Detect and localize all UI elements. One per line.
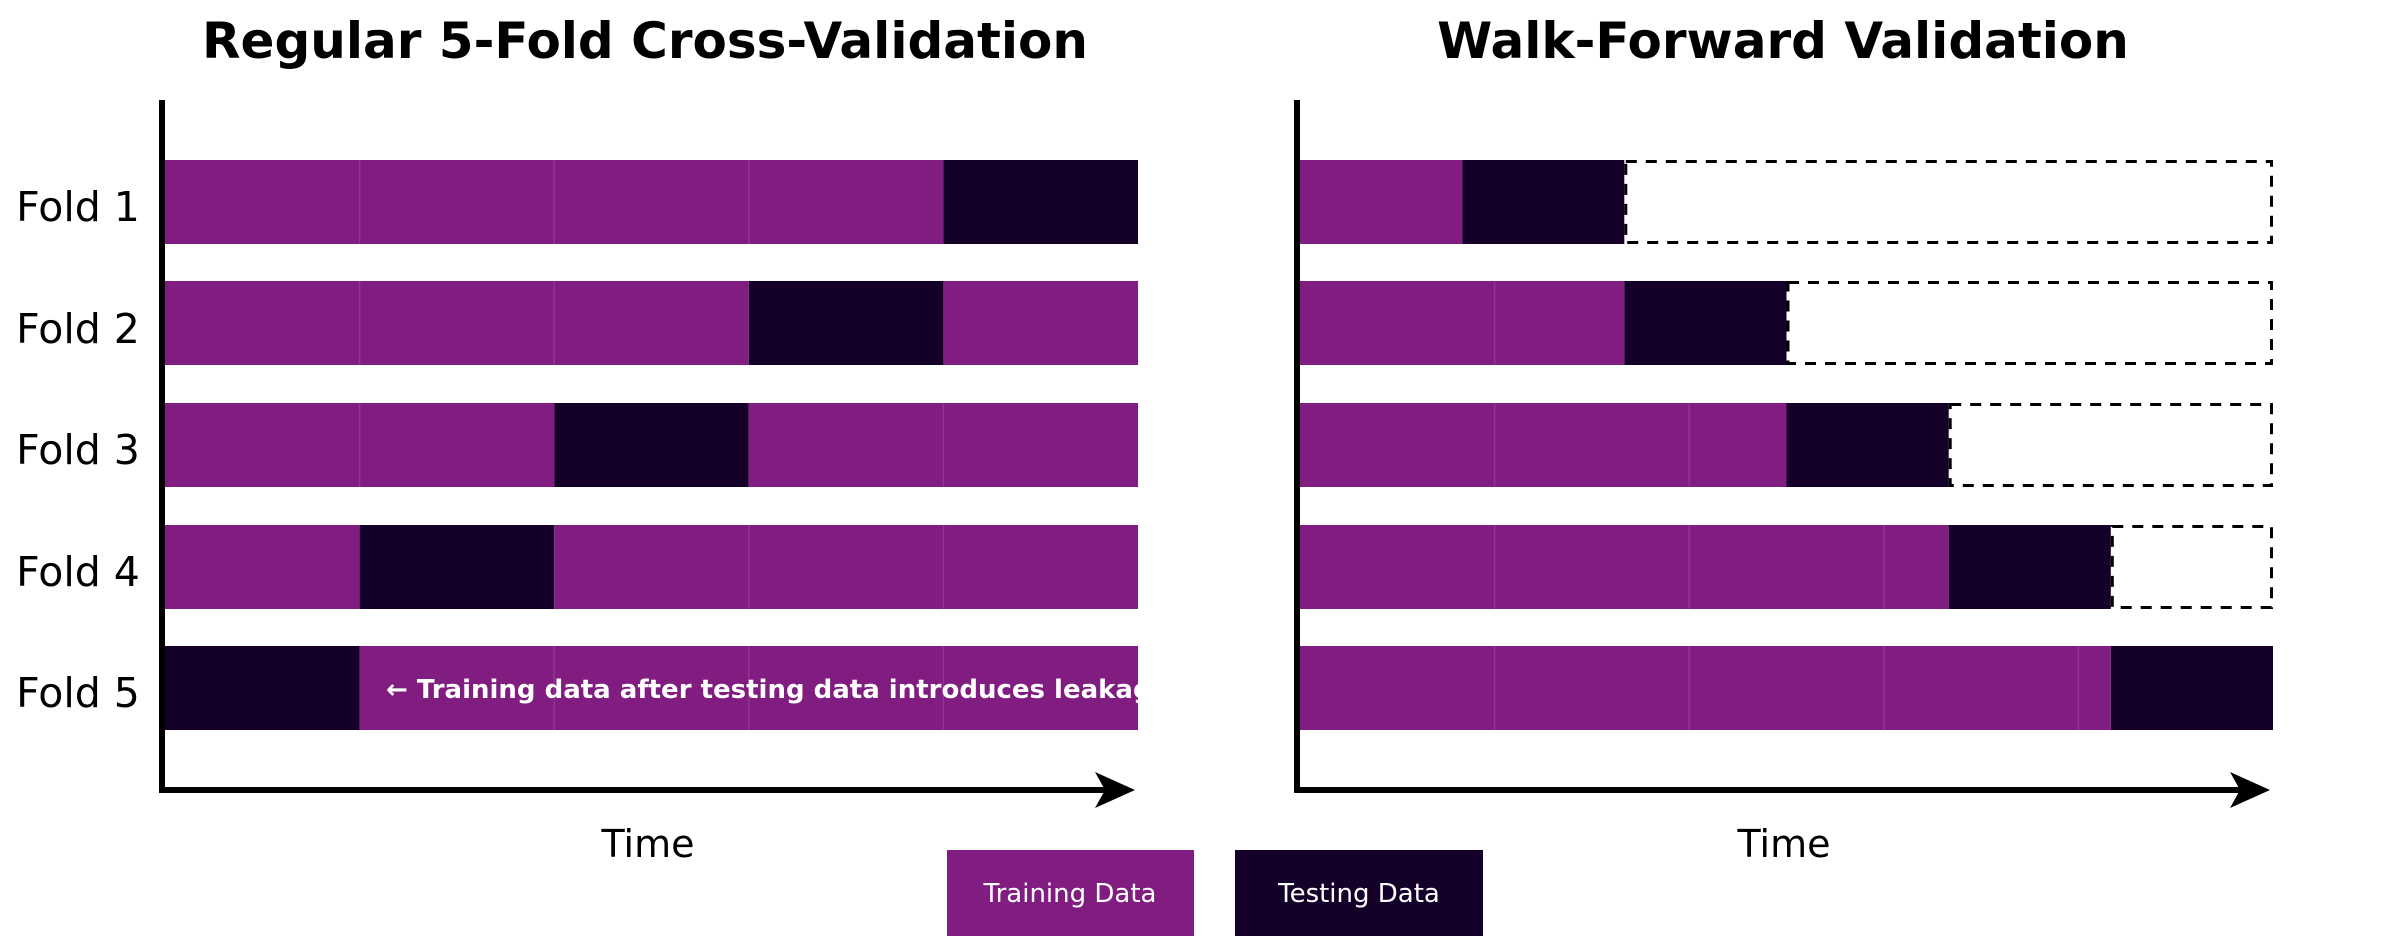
unused-segment (2110, 525, 2273, 609)
training-segment (1300, 403, 1787, 487)
kfold-bars (165, 160, 1139, 730)
unused-segment (1948, 403, 2273, 487)
testing-segment (165, 646, 360, 730)
testing-segment (554, 403, 749, 487)
legend: Training Data Testing Data (947, 850, 1483, 936)
fold-label: Fold 4 (16, 548, 140, 596)
testing-segment (1462, 160, 1625, 244)
walkforward-title: Walk-Forward Validation (1437, 12, 2129, 70)
kfold-title: Regular 5-Fold Cross-Validation (202, 12, 1088, 70)
testing-segment (359, 525, 555, 609)
walkforward-fold-3-bar (1300, 403, 2273, 487)
walkforward-axes (1294, 100, 2270, 808)
kfold-fold-5-bar (165, 646, 1139, 730)
testing-segment (748, 281, 944, 365)
walkforward-bars (1300, 160, 2273, 730)
walkforward-fold-2-bar (1300, 281, 2273, 365)
kfold-fold-3-bar (165, 403, 1138, 487)
kfold-fold-1-bar (165, 160, 1138, 244)
legend-testing-swatch (1235, 850, 1483, 936)
walkforward-fold-1-bar (1300, 160, 2273, 244)
testing-segment (1786, 403, 1949, 487)
legend-training-label: Training Data (983, 879, 1157, 909)
walkforward-x-axis-arrowhead (2230, 772, 2270, 808)
fold-label: Fold 1 (16, 183, 140, 231)
testing-segment (943, 160, 1138, 244)
testing-segment (1624, 281, 1787, 365)
training-segment (1300, 160, 1463, 244)
fold-label: Fold 5 (16, 669, 140, 717)
training-segment (1300, 281, 1625, 365)
kfold-fold-2-bar (165, 281, 1138, 365)
training-segment (165, 525, 360, 609)
fold-labels: Fold 1 Fold 2 Fold 3 Fold 4 Fold 5 (16, 183, 140, 717)
training-segment (165, 281, 749, 365)
kfold-fold-4-bar (165, 525, 1138, 609)
training-segment (1300, 525, 1949, 609)
legend-testing-label: Testing Data (1277, 879, 1440, 909)
kfold-x-axis-arrowhead (1095, 772, 1135, 808)
walkforward-x-axis-label: Time (1737, 822, 1831, 866)
legend-training-swatch (947, 850, 1194, 936)
walkforward-fold-5-bar (1300, 646, 2273, 730)
kfold-x-axis-label: Time (601, 822, 695, 866)
kfold-axes (159, 100, 1135, 808)
leakage-annotation: ← Training data after testing data intro… (386, 675, 1181, 705)
training-segment (943, 281, 1138, 365)
walkforward-fold-4-bar (1300, 525, 2273, 609)
fold-label: Fold 2 (16, 305, 140, 353)
fold-label: Fold 3 (16, 426, 140, 474)
unused-segment (1624, 160, 2273, 244)
unused-segment (1786, 281, 2273, 365)
testing-segment (2110, 646, 2273, 730)
training-segment (1300, 646, 2111, 730)
training-segment (554, 525, 1138, 609)
testing-segment (1948, 525, 2111, 609)
